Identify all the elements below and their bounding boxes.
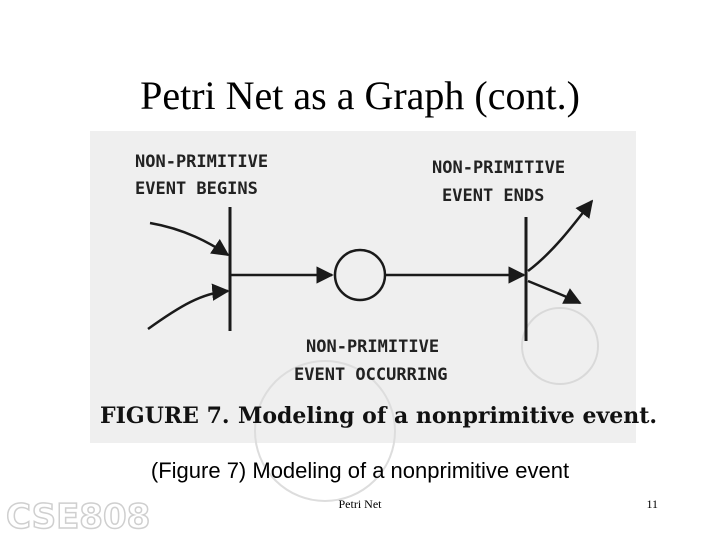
figure-panel: NON-PRIMITIVE EVENT BEGINS NON-PRIMITIVE… bbox=[90, 131, 657, 502]
figure-number: FIGURE 7. bbox=[100, 403, 230, 429]
occurring-place bbox=[333, 248, 387, 302]
footer-title: Petri Net bbox=[338, 497, 382, 511]
label-occurring-line1: NON-PRIMITIVE bbox=[306, 337, 439, 357]
incoming-arc bbox=[149, 221, 230, 257]
cse808-watermark: CSE808 bbox=[5, 496, 151, 538]
slide-caption: (Figure 7) Modeling of a nonprimitive ev… bbox=[150, 458, 570, 483]
outgoing-arc bbox=[527, 199, 594, 272]
label-ends-line2: EVENT ENDS bbox=[442, 186, 544, 206]
label-ends-line1: NON-PRIMITIVE bbox=[432, 158, 565, 178]
faint-circle bbox=[254, 360, 396, 502]
page-number: 11 bbox=[646, 497, 658, 511]
faint-circle bbox=[521, 307, 599, 385]
label-begins-line2: EVENT BEGINS bbox=[135, 179, 258, 199]
label-begins-line1: NON-PRIMITIVE bbox=[135, 152, 268, 172]
figure-title: Modeling of a nonprimitive event. bbox=[238, 403, 657, 429]
watermark-text: CSE808 bbox=[6, 497, 150, 537]
petri-net-diagram: NON-PRIMITIVE EVENT BEGINS NON-PRIMITIVE… bbox=[100, 152, 657, 502]
incoming-arc bbox=[147, 283, 230, 331]
label-occurring-line2: EVENT OCCURRING bbox=[294, 365, 448, 385]
slide-title: Petri Net as a Graph (cont.) bbox=[140, 73, 580, 118]
outgoing-arc bbox=[527, 279, 582, 305]
